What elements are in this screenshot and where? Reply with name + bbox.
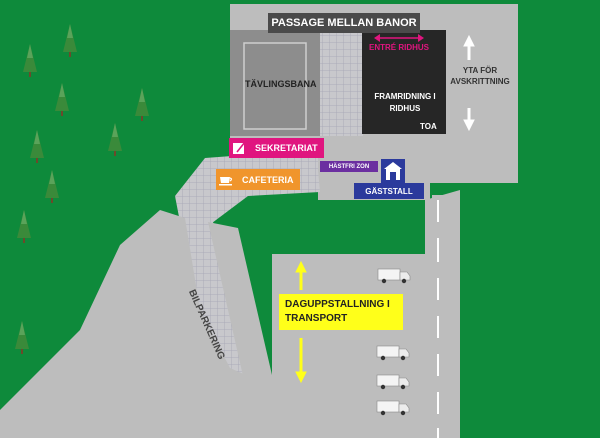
horse-free-zone-label: HÄSTFRI ZON [320,161,378,172]
passage-label: PASSAGE MELLAN BANOR [268,13,420,33]
double-arrow-icon [374,34,424,42]
tree-icon [108,123,122,156]
toilet-label: TOA [420,122,437,131]
tree-icon [23,44,37,77]
day-stabling-label: DAGUPPSTALLNING I TRANSPORT [279,294,403,330]
riding-hall [362,30,446,134]
tree-icon [17,210,31,243]
tree-icon [30,130,44,163]
tree-icon [135,88,149,121]
secretariat-badge: SEKRETARIAT [229,138,324,158]
car-park [0,210,275,438]
tree-icon [55,83,69,116]
tree-icon [15,321,29,354]
arrow-up-down-icon [295,260,307,384]
white-arrows-icon [463,34,475,132]
paved-strip [320,32,363,136]
coffee-cup-icon [216,170,236,190]
guest-stable-label: GÄSTSTALL [354,183,424,199]
tree-icon [63,24,77,57]
tree-icon [45,170,59,203]
parking-strip [208,222,275,398]
warmup-label: FRAMRIDNING I RIDHUS [374,92,436,113]
cafeteria-label: CAFETERIA [242,174,294,185]
dropping-area-label: YTA FÖR AVSKRITTNING [450,66,510,86]
secretariat-label: SEKRETARIAT [255,143,318,153]
arena-label: TÄVLINGSBANA [245,79,317,89]
stable-icon [381,159,405,183]
cafeteria-badge: CAFETERIA [216,169,300,190]
entrance-label: ENTRÉ RIDHUS [368,43,429,52]
pencil-note-icon [229,138,249,158]
